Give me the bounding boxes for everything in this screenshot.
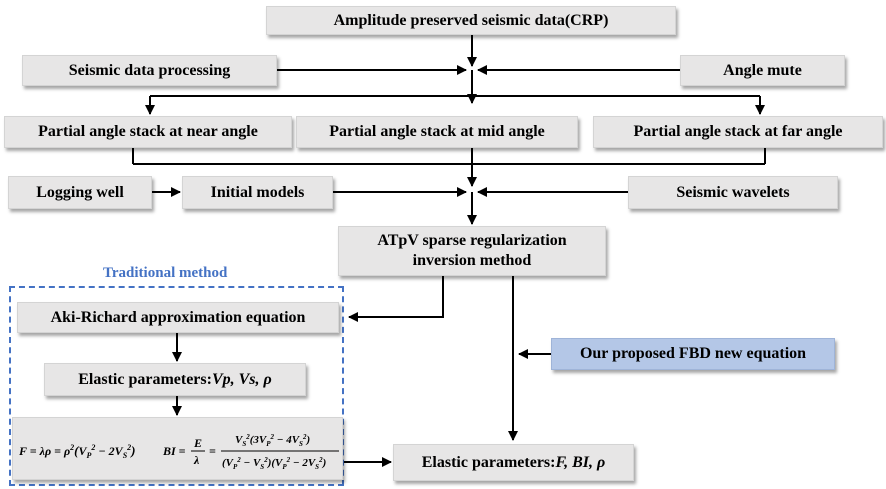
proposed-fbd-equation-label: Our proposed FBD new equation	[579, 345, 807, 362]
atpv-inversion-line2: inversion method	[412, 252, 532, 269]
traditional-method-frame	[9, 286, 344, 486]
svg-text:=: =	[209, 444, 216, 458]
elastic-params-new-vars: F, BI, ρ	[555, 453, 606, 471]
initial-models-box: Initial models	[182, 176, 333, 209]
initial-models-label: Initial models	[210, 183, 305, 201]
elastic-params-traditional-prefix: Elastic parameters:	[78, 370, 212, 388]
elastic-params-new-prefix: Elastic parameters:	[421, 453, 556, 471]
formula-equations: F = λρ = ρ2(VP2 − 2VS2) BI = E λ = VS2(3…	[19, 433, 339, 471]
svg-text:F = λρ = ρ2(VP2 − 2VS2): F = λρ = ρ2(VP2 − 2VS2)	[19, 443, 135, 460]
aki-richard-box: Aki-Richard approximation equation	[17, 302, 339, 333]
proposed-fbd-equation-box: Our proposed FBD new equation	[551, 338, 835, 370]
logging-well-box: Logging well	[8, 176, 152, 209]
svg-text:(VP2 − VS2)(VP2 − 2VS2): (VP2 − VS2)(VP2 − 2VS2)	[222, 456, 326, 471]
logging-well-label: Logging well	[36, 183, 124, 201]
svg-text:BI =: BI =	[162, 444, 186, 458]
crp-data-box: Amplitude preserved seismic data(CRP)	[266, 6, 676, 35]
formula-box: F = λρ = ρ2(VP2 − 2VS2) BI = E λ = VS2(3…	[12, 417, 343, 480]
seismic-processing-box: Seismic data processing	[22, 55, 277, 86]
svg-text:λ: λ	[193, 453, 200, 467]
near-angle-stack-box: Partial angle stack at near angle	[4, 116, 292, 148]
elastic-params-traditional-vars: Vp, Vs, ρ	[211, 370, 272, 388]
traditional-method-title: Traditional method	[103, 265, 228, 281]
far-angle-stack-box: Partial angle stack at far angle	[593, 116, 883, 148]
aki-richard-label: Aki-Richard approximation equation	[50, 308, 306, 326]
svg-text:E: E	[193, 436, 202, 450]
seismic-wavelets-box: Seismic wavelets	[628, 176, 838, 209]
atpv-inversion-box: ATpV sparse regularization inversion met…	[338, 226, 606, 276]
elastic-params-traditional-box: Elastic parameters: Vp, Vs, ρ	[44, 363, 306, 396]
crp-data-label: Amplitude preserved seismic data(CRP)	[333, 11, 609, 29]
mid-angle-stack-box: Partial angle stack at mid angle	[296, 116, 578, 148]
far-angle-stack-label: Partial angle stack at far angle	[633, 123, 843, 140]
mid-angle-stack-label: Partial angle stack at mid angle	[329, 123, 545, 140]
angle-mute-box: Angle mute	[680, 55, 845, 86]
svg-text:VS2(3VP2 − 4VS2): VS2(3VP2 − 4VS2)	[235, 433, 310, 448]
arrow-to-aki	[348, 276, 444, 322]
seismic-wavelets-label: Seismic wavelets	[676, 183, 790, 201]
angle-mute-label: Angle mute	[723, 61, 802, 79]
atpv-inversion-line1: ATpV sparse regularization	[377, 232, 567, 249]
near-angle-stack-label: Partial angle stack at near angle	[38, 123, 258, 140]
seismic-processing-label: Seismic data processing	[68, 61, 231, 79]
elastic-params-new-box: Elastic parameters: F, BI, ρ	[393, 444, 634, 481]
